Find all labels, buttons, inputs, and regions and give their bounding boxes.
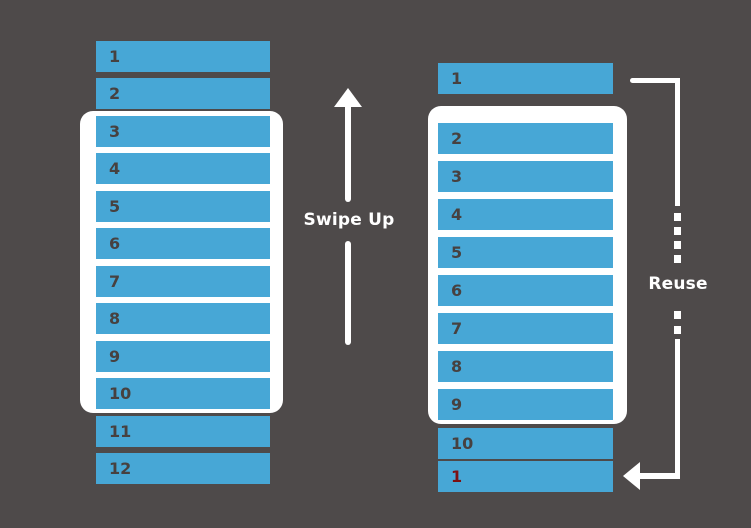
- arrow-shaft: [345, 104, 351, 202]
- list-item: 10: [438, 428, 613, 459]
- arrow-dash: [674, 241, 681, 249]
- swipe-up-label: Swipe Up: [303, 210, 395, 230]
- left-viewport-frame: [80, 111, 283, 413]
- list-item-label: 1: [451, 467, 463, 486]
- arrow-shaft: [345, 241, 351, 345]
- list-item-label: 1: [109, 47, 121, 66]
- list-item-label: 1: [451, 69, 463, 88]
- arrow-segment: [630, 78, 680, 83]
- list-item-label: 10: [451, 434, 474, 453]
- list-item-label: 12: [109, 459, 132, 478]
- list-item: 11: [96, 416, 270, 447]
- arrow-segment: [639, 473, 680, 479]
- arrow-head-up: [334, 88, 362, 107]
- arrow-dash: [674, 326, 681, 334]
- right-viewport-frame: [428, 106, 627, 424]
- list-item: 2: [96, 78, 270, 109]
- reuse-label: Reuse: [648, 274, 708, 294]
- list-item-label: 11: [109, 422, 132, 441]
- arrow-segment: [675, 339, 680, 478]
- list-item: 1: [96, 41, 270, 72]
- arrow-dash: [674, 311, 681, 319]
- arrow-head-left: [623, 462, 640, 490]
- arrow-dash: [674, 213, 681, 221]
- list-item: 12: [96, 453, 270, 484]
- arrow-dash: [674, 255, 681, 263]
- arrow-segment: [675, 78, 680, 206]
- list-item-label: 2: [109, 84, 121, 103]
- arrow-dash: [674, 227, 681, 235]
- list-item: 1: [438, 63, 613, 94]
- reused-list-item: 1: [438, 461, 613, 492]
